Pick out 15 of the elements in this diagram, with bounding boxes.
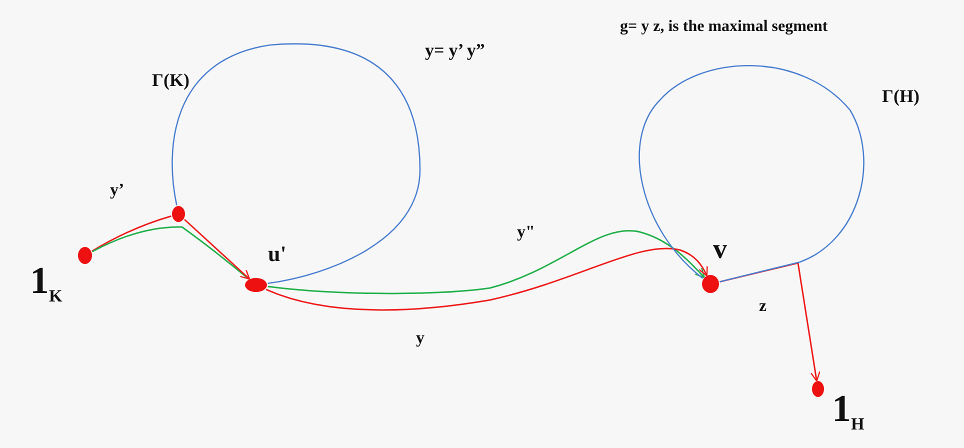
- point-label: u': [268, 243, 286, 265]
- point-dot: [702, 275, 719, 293]
- curve-arrow: [266, 248, 708, 311]
- point-label: 1$_{H}$: [832, 390, 864, 433]
- curve-arrow: [184, 218, 250, 280]
- point-dot: [172, 206, 185, 222]
- point-dot: [78, 247, 92, 264]
- point-label: 1$_{K}$: [30, 262, 62, 305]
- curve-arrow: [268, 230, 706, 294]
- point-dot: [812, 381, 824, 397]
- note-text: y= y’ y”: [425, 40, 485, 61]
- curve-arrow: [720, 262, 820, 382]
- point-dot: [245, 278, 267, 292]
- note-text: g= y z, is the maximal segment: [620, 18, 828, 36]
- point-label: v: [713, 236, 727, 264]
